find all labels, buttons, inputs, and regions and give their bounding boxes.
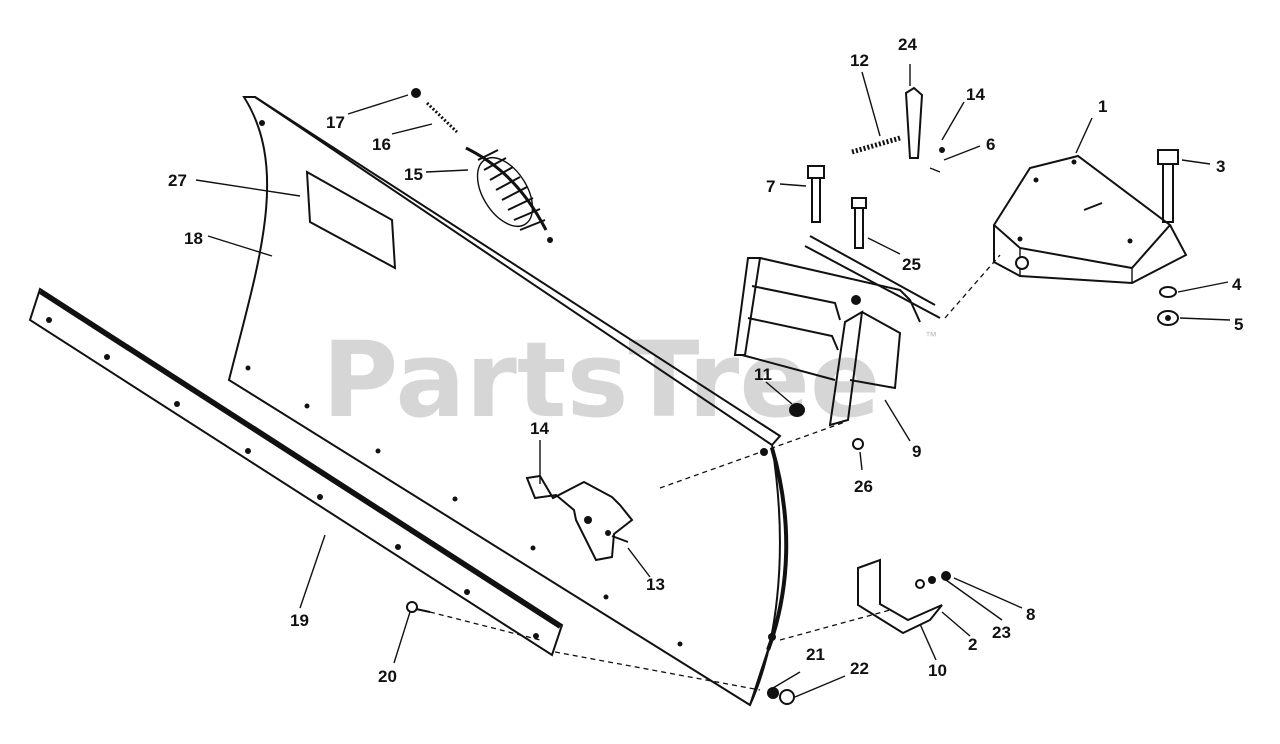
bolt-25 [851,197,867,249]
callout-11: 11 [754,365,772,384]
callout-25: 25 [902,255,921,274]
callout-20: 20 [378,667,397,686]
callout-27: 27 [168,171,187,190]
cutting-edge [28,287,564,657]
callout-14-cotter: 14 [966,85,985,104]
callout-24: 24 [898,35,917,54]
callout-3: 3 [1216,157,1225,176]
callout-2: 2 [968,635,977,654]
clip-bracket [525,474,634,562]
lock-washer [767,687,779,699]
leader-lines [195,64,1231,698]
callout-13: 13 [646,575,665,594]
callout-18: 18 [184,229,203,248]
callout-4: 4 [1232,275,1242,294]
mounting-plate [992,154,1188,285]
blade-moldboard [227,96,789,707]
callout-17: 17 [326,113,345,132]
bolt-3 [1157,149,1179,223]
callout-labels: 1 2 3 4 5 6 7 8 9 10 11 12 13 14 14 15 1… [168,35,1243,686]
callout-1: 1 [1098,97,1107,116]
bolt-7 [807,165,825,223]
washer-nut [1157,286,1179,326]
callout-16: 16 [372,135,391,154]
callout-8: 8 [1026,605,1035,624]
callout-10: 10 [928,661,947,680]
callout-7: 7 [766,177,775,196]
carriage-bolt [406,601,431,613]
lower-bracket [857,558,951,635]
decal [305,170,397,270]
watermark-tm: ™ [925,329,937,343]
pin-assembly [851,86,945,173]
callout-12: 12 [850,51,869,70]
callout-5: 5 [1234,315,1243,334]
watermark: PartsTree [322,319,880,441]
callout-9: 9 [912,442,921,461]
callout-15: 15 [404,165,423,184]
spring-assembly [411,88,553,243]
callout-26: 26 [854,477,873,496]
pivot-bracket [733,235,941,450]
callout-14-clip: 14 [530,419,549,438]
callout-19: 19 [290,611,309,630]
callout-21: 21 [806,645,825,664]
callout-23: 23 [992,623,1011,642]
hex-nut [779,689,795,705]
callout-6: 6 [986,135,995,154]
callout-22: 22 [850,659,869,678]
